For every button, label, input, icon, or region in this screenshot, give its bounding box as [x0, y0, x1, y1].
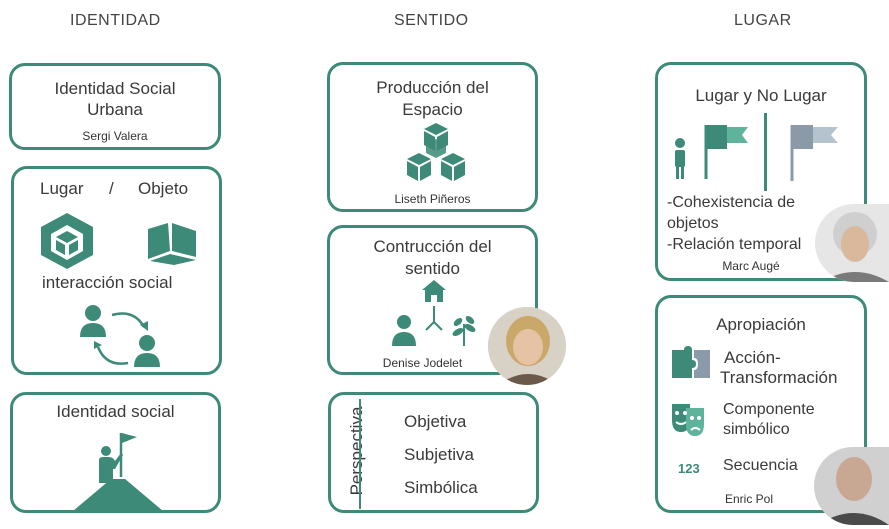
- text-accion: Acción-: [724, 348, 781, 367]
- card-title-line1: Contrucción del: [373, 237, 492, 256]
- label-perspectiva-vertical: Perspectiva: [347, 406, 366, 496]
- person-house-plant-icon: [392, 280, 476, 346]
- marc-auge-photo: [815, 204, 889, 282]
- item-objetiva: Objetiva: [404, 412, 467, 431]
- stacked-boxes-icon: [407, 123, 465, 181]
- denise-jodelet-photo: [488, 307, 566, 385]
- gray-flag-icon: [790, 125, 838, 181]
- author-liseth-pineros: Liseth Piñeros: [394, 192, 471, 206]
- text-objetos: objetos: [667, 215, 719, 232]
- card-title-line1: Producción del: [376, 78, 489, 97]
- number-123-icon: 123: [678, 461, 700, 476]
- puzzle-icon: [672, 346, 710, 378]
- label-slash: /: [109, 179, 114, 198]
- label-objeto: Objeto: [138, 179, 189, 198]
- text-relacion-temporal: -Relación temporal: [667, 236, 802, 253]
- divider: [359, 399, 361, 509]
- card-title-line2: Urbana: [87, 100, 143, 119]
- label-lugar: Lugar: [40, 179, 84, 198]
- item-subjetiva: Subjetiva: [404, 445, 474, 464]
- card-title: Identidad social: [56, 402, 175, 421]
- summit-flag-icon: [73, 433, 163, 511]
- open-cube-icon: [41, 213, 93, 269]
- card-lugar-objeto: Lugar / Objeto interacción social: [11, 166, 222, 375]
- card-title: Apropiación: [716, 315, 806, 334]
- header-identidad: IDENTIDAD: [70, 12, 161, 29]
- author-enric-pol: Enric Pol: [724, 492, 774, 506]
- object-icon: [148, 223, 196, 265]
- separator: [764, 113, 767, 191]
- card-perspectiva: Perspectiva Objetiva Subjetiva Simbólica: [328, 392, 539, 513]
- author-marc-auge: Marc Augé: [722, 259, 780, 273]
- card-identidad-social-urbana: Identidad Social Urbana Sergi Valera: [9, 63, 221, 150]
- header-sentido: SENTIDO: [394, 12, 469, 29]
- header-lugar: LUGAR: [734, 12, 792, 29]
- item-simbolica: Simbólica: [404, 478, 478, 497]
- text-cohexistencia: -Cohexistencia de: [667, 194, 796, 211]
- card-title-line2: sentido: [405, 259, 460, 278]
- card-title-line2: Espacio: [402, 100, 463, 119]
- label-interaccion-social: interacción social: [42, 273, 173, 292]
- enric-pol-photo: [814, 447, 889, 525]
- author-sergi-valera: Sergi Valera: [82, 129, 148, 143]
- flag-person-icon: [675, 125, 748, 179]
- text-secuencia: Secuencia: [723, 457, 798, 474]
- theater-masks-icon: [672, 404, 704, 436]
- card-identidad-social: Identidad social: [10, 392, 221, 513]
- social-interaction-icon: [80, 305, 160, 367]
- card-produccion-espacio: Producción del Espacio Liseth Piñeros: [327, 62, 538, 212]
- card-title: Lugar y No Lugar: [695, 86, 827, 105]
- text-componente: Componente: [723, 401, 815, 418]
- text-transformacion: Transformación: [720, 368, 838, 387]
- author-denise-jodelet: Denise Jodelet: [382, 356, 463, 370]
- text-simbolico: simbólico: [723, 421, 790, 438]
- card-title-line1: Identidad Social: [54, 79, 176, 98]
